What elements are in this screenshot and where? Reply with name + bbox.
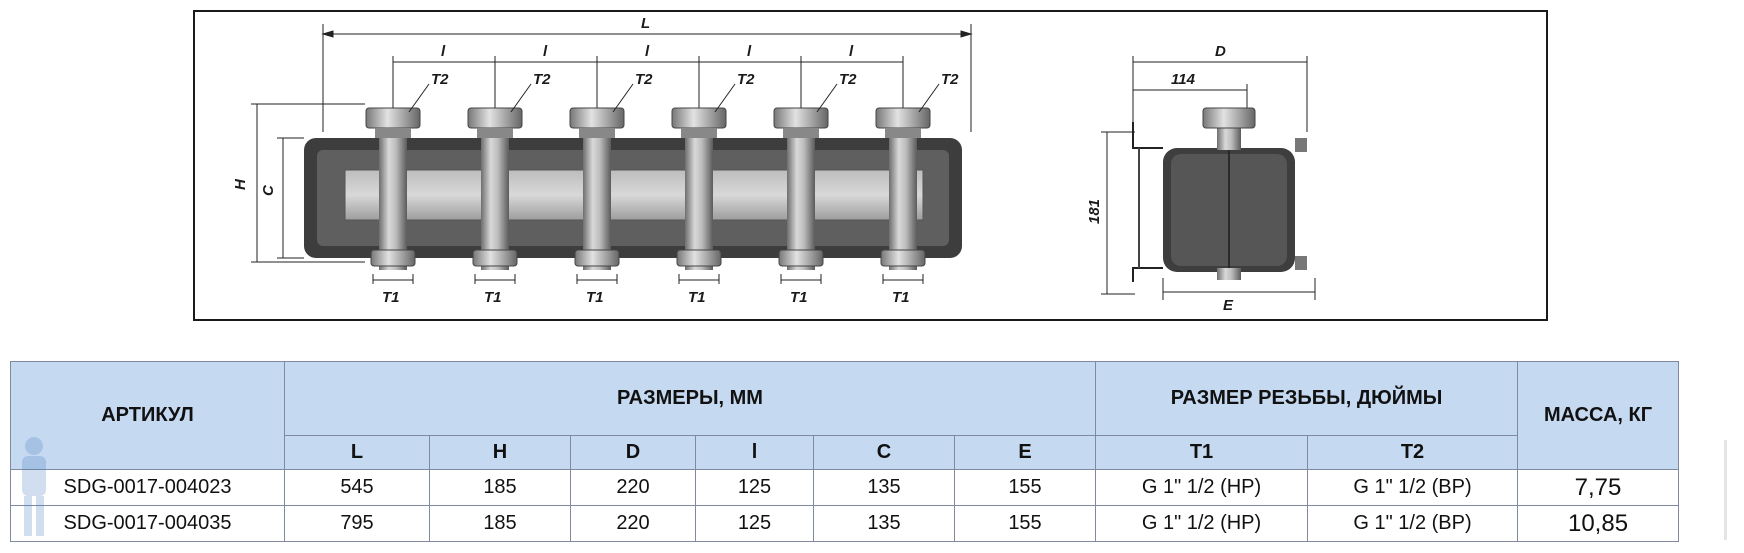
cell-l: 125 — [695, 469, 814, 506]
label-T2-2: T2 — [533, 71, 551, 88]
cell-T2: G 1" 1/2 (ВР) — [1307, 469, 1519, 506]
label-T1-4: T1 — [688, 289, 706, 306]
cell-L: 795 — [284, 505, 430, 542]
mascot-watermark-icon — [22, 437, 46, 536]
label-D: D — [1215, 43, 1226, 60]
label-T1-5: T1 — [790, 289, 808, 306]
subheader-l: l — [695, 435, 814, 470]
label-T1-2: T1 — [484, 289, 502, 306]
subheader-T1: T1 — [1095, 435, 1309, 470]
drawing-svg: L l l l l l H C — [232, 15, 1316, 314]
label-T2-5: T2 — [839, 71, 857, 88]
label-T2-4: T2 — [737, 71, 755, 88]
cell-D: 220 — [570, 505, 696, 542]
cell-T2: G 1" 1/2 (ВР) — [1307, 505, 1519, 542]
subheader-E: E — [953, 435, 1097, 470]
header-dimensions: РАЗМЕРЫ, ММ — [283, 361, 1097, 436]
header-thread: РАЗМЕР РЕЗЬБЫ, ДЮЙМЫ — [1095, 361, 1519, 436]
label-E: E — [1223, 297, 1234, 314]
label-114: 114 — [1171, 71, 1196, 88]
cell-C: 135 — [813, 505, 955, 542]
label-T2-1: T2 — [431, 71, 449, 88]
technical-drawing: L l l l l l H C — [193, 10, 1548, 321]
label-l-4: l — [747, 43, 752, 60]
subheader-D: D — [570, 435, 696, 470]
specs-table: АРТИКУЛ РАЗМЕРЫ, ММ РАЗМЕР РЕЗЬБЫ, ДЮЙМЫ… — [10, 361, 1680, 542]
subheader-row: L H D l C E T1 T2 — [11, 435, 1679, 470]
label-l-1: l — [441, 43, 446, 60]
table-row: SDG-0017-004023 545 185 220 125 135 155 … — [10, 469, 1680, 506]
label-T1-1: T1 — [382, 289, 400, 306]
header-bar — [344, 169, 924, 221]
cell-l: 125 — [695, 505, 814, 542]
label-C: C — [260, 184, 277, 196]
cell-article: SDG-0017-004035 — [10, 505, 285, 542]
label-T2-6: T2 — [941, 71, 959, 88]
cell-H: 185 — [429, 469, 571, 506]
cell-mass: 10,85 — [1517, 505, 1680, 542]
label-T2-3: T2 — [635, 71, 653, 88]
cell-H: 185 — [429, 505, 571, 542]
label-T1-6: T1 — [892, 289, 910, 306]
side-view — [1101, 56, 1316, 300]
subheader-T2: T2 — [1307, 435, 1519, 470]
label-L: L — [641, 15, 650, 32]
cell-T1: G 1" 1/2 (НР) — [1095, 505, 1309, 542]
table-row: SDG-0017-004035 795 185 220 125 135 155 … — [10, 505, 1680, 542]
site-watermark-icon — [1724, 440, 1727, 540]
label-l-3: l — [645, 43, 650, 60]
cell-L: 545 — [284, 469, 430, 506]
cell-mass: 7,75 — [1517, 469, 1680, 506]
label-181: 181 — [1086, 199, 1103, 224]
subheader-C: C — [813, 435, 955, 470]
cell-T1: G 1" 1/2 (НР) — [1095, 469, 1309, 506]
header-mass: МАССА, КГ — [1517, 361, 1680, 470]
subheader-L: L — [284, 435, 430, 470]
cell-article: SDG-0017-004023 — [10, 469, 285, 506]
cell-D: 220 — [570, 469, 696, 506]
cell-E: 155 — [953, 505, 1097, 542]
label-T1-3: T1 — [586, 289, 604, 306]
cell-C: 135 — [813, 469, 955, 506]
label-l-5: l — [849, 43, 854, 60]
header-row: АРТИКУЛ РАЗМЕРЫ, ММ РАЗМЕР РЕЗЬБЫ, ДЮЙМЫ… — [10, 361, 1680, 470]
cell-E: 155 — [953, 469, 1097, 506]
subheader-H: H — [429, 435, 571, 470]
header-article: АРТИКУЛ — [10, 361, 285, 470]
dim-L — [321, 24, 973, 132]
dim-H-C — [251, 103, 365, 263]
label-l-2: l — [543, 43, 548, 60]
label-H: H — [232, 178, 249, 190]
connection-pipes — [365, 83, 940, 284]
